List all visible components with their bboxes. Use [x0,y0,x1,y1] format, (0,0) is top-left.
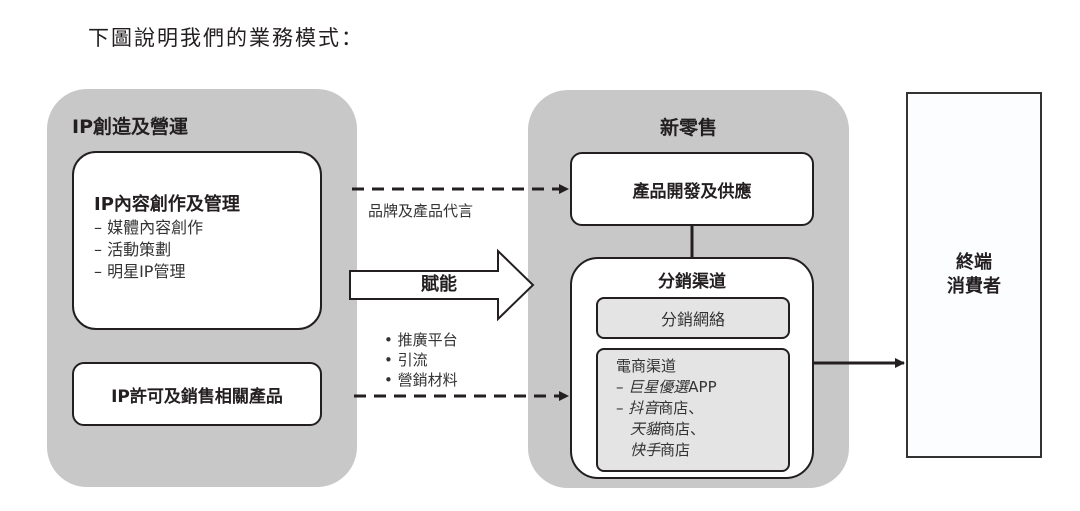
product-dev-box: 產品開發及供應 [570,152,814,226]
enable-arrow-label: 賦能 [421,274,457,295]
ecommerce-text: 商店、 [658,399,704,417]
distribution-title: 分銷渠道 [658,272,726,292]
ecommerce-item: 快手商店 [616,440,788,461]
intro-caption: 下圖說明我們的業務模式： [88,26,364,50]
end-consumer-box: 終端 消費者 [906,92,1042,458]
ecommerce-italic: 快手 [630,441,661,459]
ecommerce-italic: 巨星優選 [628,378,689,396]
bullet-item: 引流 [384,350,458,370]
ip-content-box: IP內容創作及管理 – 媒體內容創作 – 活動策劃 – 明星IP管理 [72,151,322,330]
ip-creation-title: IP創造及營運 [72,116,188,138]
consumer-line: 終端 [956,252,992,273]
ecommerce-box: 電商渠道 – 巨星優選APP – 抖音商店、 天貓商店、 快手商店 [596,348,790,472]
enable-arrow-shape [349,248,535,322]
ip-content-item: – 活動策劃 [94,240,172,259]
bullet-item: 推廣平台 [384,330,458,350]
endorsement-label: 品牌及產品代言 [368,202,474,220]
ecommerce-text: APP [688,378,717,396]
consumer-line: 消費者 [947,276,1001,297]
ecommerce-italic: 抖音 [628,399,659,417]
ip-content-item: – 媒體內容創作 [94,218,204,237]
ecommerce-item: 天貓商店、 [616,419,788,440]
ip-license-box: IP許可及銷售相關產品 [72,362,322,426]
bullet-item: 營銷材料 [384,370,458,390]
ecommerce-item: – 抖音商店、 [616,399,704,417]
new-retail-title: 新零售 [659,117,717,139]
ecommerce-text: 商店、 [660,420,706,438]
enable-bullets: 推廣平台 引流 營銷材料 [384,330,458,390]
ecommerce-item: – 巨星優選APP [616,378,717,396]
ip-content-item: – 明星IP管理 [94,262,186,281]
ip-content-heading: IP內容創作及管理 [94,194,240,215]
ecommerce-title: 電商渠道 [616,357,677,375]
ecommerce-italic: 天貓 [630,420,661,438]
distribution-network-box: 分銷網絡 [596,297,790,339]
ecommerce-text: 商店 [660,441,691,459]
